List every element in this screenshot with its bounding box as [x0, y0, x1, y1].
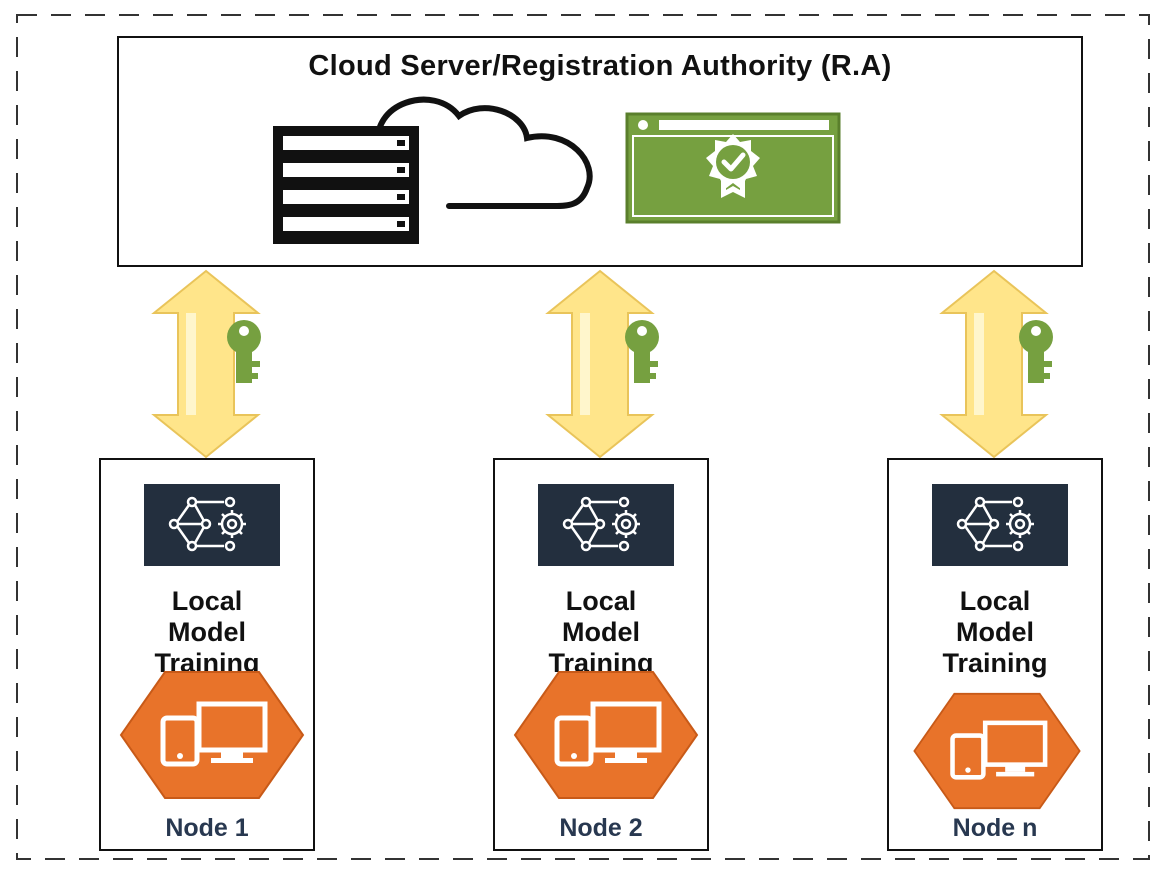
double-arrow-icon — [151, 269, 261, 459]
server-cloud-graphic — [269, 88, 619, 246]
key-icon — [625, 320, 659, 383]
node-label-line-2: Model — [956, 617, 1034, 647]
node-label-line-1: Local — [171, 586, 243, 616]
node-name: Node 2 — [559, 814, 643, 842]
node-label-line-3: Training — [942, 648, 1048, 678]
ml-network-icon — [144, 484, 280, 566]
key-icon — [1019, 320, 1053, 383]
node-label: Local Model Training — [889, 586, 1101, 679]
registration-authority-box: Cloud Server/Registration Authority (R.A… — [117, 36, 1083, 267]
node-label-line-2: Model — [168, 617, 246, 647]
devices-icon — [511, 670, 701, 800]
node-name: Node n — [952, 814, 1038, 842]
node-name: Node 1 — [165, 814, 249, 842]
server-title: Cloud Server/Registration Authority (R.A… — [308, 50, 892, 82]
ml-network-icon — [538, 484, 674, 566]
node-box-n: Local Model Training Node n — [887, 458, 1103, 851]
devices-icon — [907, 692, 1087, 810]
node-label-line-1: Local — [959, 586, 1031, 616]
server-rack-icon — [273, 126, 419, 244]
key-icon — [227, 320, 261, 383]
node-label-line-1: Local — [565, 586, 637, 616]
node-box-1: Local Model Training Node 1 — [99, 458, 315, 851]
certificate-icon — [625, 112, 841, 224]
ml-network-icon — [932, 484, 1068, 566]
double-arrow-icon — [939, 269, 1049, 459]
node-label: Local Model Training — [101, 586, 313, 679]
node-label: Local Model Training — [495, 586, 707, 679]
node-label-line-2: Model — [562, 617, 640, 647]
link-node-n — [930, 267, 1070, 461]
double-arrow-icon — [545, 269, 655, 459]
link-node-1 — [142, 267, 282, 461]
link-node-2 — [536, 267, 676, 461]
devices-icon — [117, 670, 307, 800]
node-box-2: Local Model Training Node 2 — [493, 458, 709, 851]
